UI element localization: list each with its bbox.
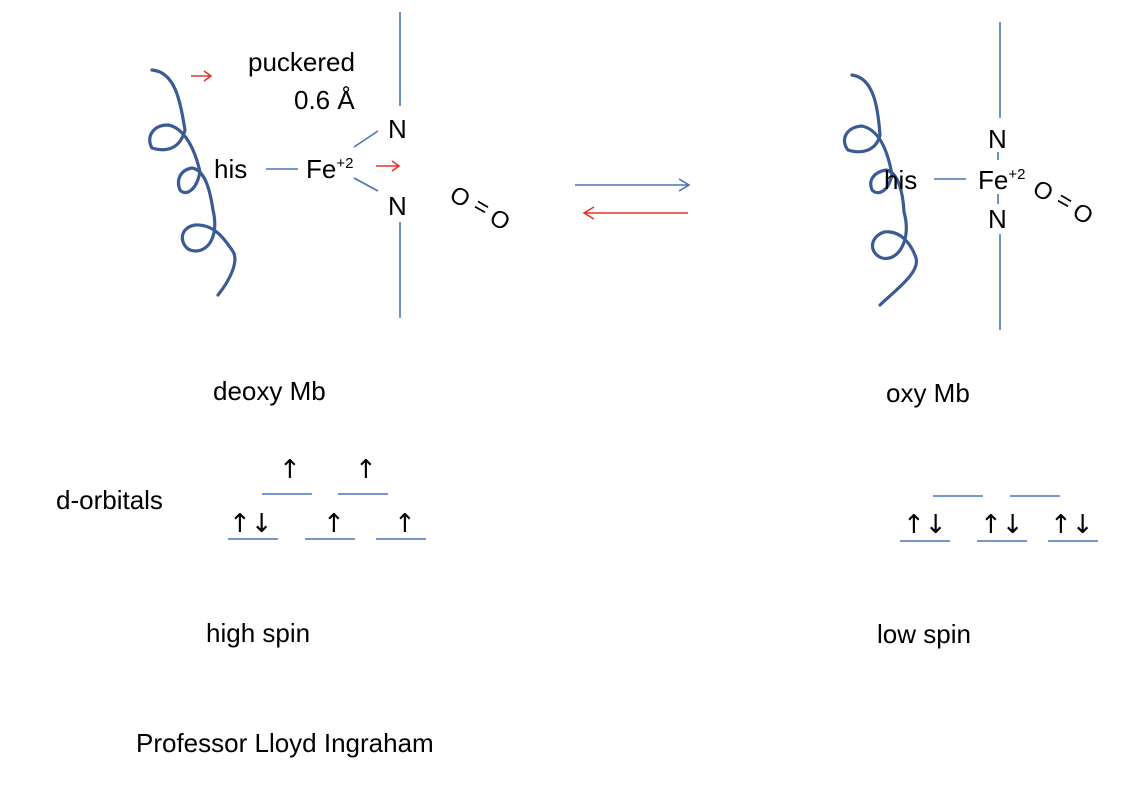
deoxy-o-left: O — [445, 181, 475, 214]
high-spin-label: high spin — [206, 618, 310, 648]
low-spin-label: low spin — [877, 619, 971, 649]
orbital-electron: ↑↓ — [903, 510, 947, 540]
deoxy-helix-shift-arrow — [191, 70, 213, 82]
fe-displacement-arrow — [376, 160, 401, 172]
deoxy-name: deoxy Mb — [213, 376, 326, 406]
d-orbitals-label: d-orbitals — [56, 485, 163, 515]
deoxy-o2-molecule: O = O — [445, 181, 515, 237]
oxy-n-bottom: N — [988, 204, 1007, 234]
deoxy-his-label: his — [214, 154, 247, 184]
oxy-name: oxy Mb — [886, 378, 970, 408]
equilibrium-arrows — [575, 178, 691, 220]
fe-n-bottom-bond — [353, 177, 379, 192]
deoxy-n-top: N — [388, 114, 407, 144]
orbital-electron: ↑↓ — [980, 510, 1024, 540]
oxy-o-left: O — [1028, 175, 1058, 208]
low-spin-orbitals: ↑↓ ↑↓ ↑↓ low spin — [877, 495, 1098, 649]
oxy-o-right: O — [1068, 198, 1098, 231]
deoxy-fe-label: Fe+2 — [306, 154, 353, 184]
orbital-electron: ↑↓ — [229, 509, 273, 539]
oxy-n-top: N — [988, 124, 1007, 154]
oxy-fe-label: Fe+2 — [978, 165, 1025, 195]
orbital-electron: ↑ — [279, 455, 301, 485]
fe-n-top-bond — [353, 130, 379, 148]
orbital-electron: ↑↓ — [1050, 510, 1094, 540]
oxy-his-label: his — [884, 165, 917, 195]
deoxy-protein-helix — [148, 68, 237, 297]
orbital-electron: ↑ — [394, 509, 416, 539]
oxy-structure: N his Fe+2 N O = O oxy Mb — [842, 22, 1098, 408]
oxy-o2-molecule: O = O — [1028, 175, 1098, 231]
puckered-label: puckered — [248, 47, 355, 77]
deoxy-o-right: O — [485, 204, 515, 237]
orbital-electron: ↑ — [323, 509, 345, 539]
orbital-electron: ↑ — [355, 455, 377, 485]
reverse-arrow — [582, 206, 688, 220]
deoxy-structure: puckered 0.6 Å his Fe+2 N N O = O deoxy … — [148, 12, 515, 406]
oxy-protein-helix — [842, 73, 919, 307]
puckered-distance: 0.6 Å — [294, 85, 355, 115]
deoxy-n-bottom: N — [388, 191, 407, 221]
author-credit: Professor Lloyd Ingraham — [136, 728, 434, 758]
forward-arrow — [575, 178, 691, 192]
high-spin-orbitals: ↑ ↑ ↑↓ ↑ ↑ high spin — [206, 455, 426, 648]
